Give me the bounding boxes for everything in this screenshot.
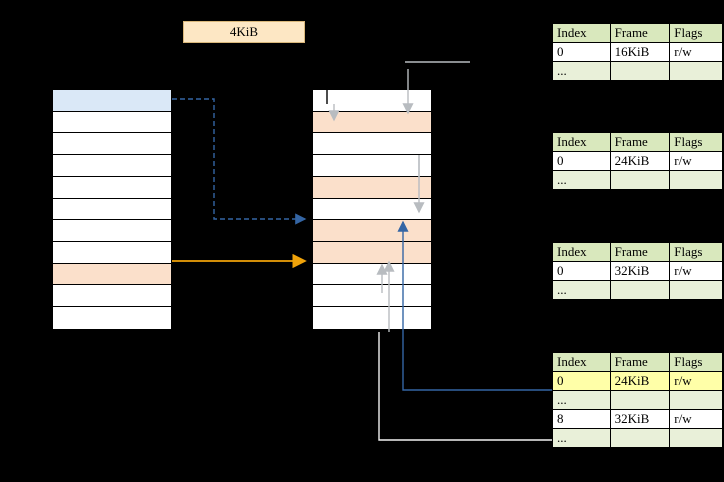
- table-cell: r/w: [669, 42, 723, 62]
- table-cell: [669, 61, 723, 81]
- table-cell: 24KiB: [609, 151, 671, 171]
- table-cell: 24KiB: [609, 371, 671, 391]
- page-size-label-text: 4KiB: [229, 24, 259, 39]
- table-cell: 32KiB: [609, 261, 671, 281]
- table-cell: ...: [552, 428, 611, 448]
- table-cell: ...: [552, 170, 611, 190]
- table-row: ...: [552, 170, 723, 190]
- directory-entry-row: [313, 242, 431, 264]
- table-cell: [609, 280, 671, 300]
- virtual-page-row: [53, 155, 171, 177]
- virtual-page-row: [53, 176, 171, 199]
- table-cell: 0: [552, 42, 611, 62]
- table-row: ...: [552, 390, 723, 410]
- table-cell: r/w: [669, 409, 723, 429]
- virtual-page-row: [53, 285, 171, 308]
- table-cell: [609, 170, 671, 190]
- connector-dir-to-table2: [413, 155, 552, 214]
- table-cell: 0: [552, 261, 611, 281]
- column-header: Flags: [669, 132, 723, 152]
- column-header: Index: [552, 23, 611, 43]
- directory-entry-row: [313, 198, 431, 221]
- table-cell: r/w: [669, 371, 723, 391]
- table-cell: r/w: [669, 261, 723, 281]
- directory-entry-row: [313, 220, 431, 243]
- table-row: ...: [552, 428, 723, 448]
- table-cell: [609, 428, 671, 448]
- column-header: Frame: [609, 132, 671, 152]
- directory-entry-row: [313, 90, 431, 112]
- column-header: Frame: [609, 242, 671, 262]
- table-cell: [669, 170, 723, 190]
- virtual-page-row: [53, 263, 171, 286]
- virtual-page-row: [53, 307, 171, 329]
- table-cell: 8: [552, 409, 611, 429]
- directory-entry-row: [313, 307, 431, 329]
- column-header: Index: [552, 132, 611, 152]
- table-row: ...: [552, 280, 723, 300]
- table-cell: 16KiB: [609, 42, 671, 62]
- column-header: Frame: [609, 352, 671, 372]
- connector-blue-dashed: [172, 98, 307, 225]
- directory-entry-row: [313, 133, 431, 156]
- column-header: Flags: [669, 352, 723, 372]
- table-cell: [669, 280, 723, 300]
- virtual-page-row: [53, 198, 171, 221]
- column-header: Flags: [669, 23, 723, 43]
- directory-entry-row: [313, 155, 431, 177]
- virtual-page-row: [53, 111, 171, 134]
- table-cell: [609, 61, 671, 81]
- virtual-page-row: [53, 90, 171, 112]
- table-cell: r/w: [669, 151, 723, 171]
- table-cell: [669, 390, 723, 410]
- table-cell: [669, 428, 723, 448]
- table-cell: ...: [552, 280, 611, 300]
- table-cell: ...: [552, 390, 611, 410]
- table-cell: 0: [552, 151, 611, 171]
- page-size-label: 4KiB: [183, 21, 305, 43]
- table-row: ...: [552, 61, 723, 81]
- column-header: Flags: [669, 242, 723, 262]
- directory-entry-row: [313, 176, 431, 199]
- directory-entry-row: [313, 111, 431, 134]
- table-cell: 32KiB: [609, 409, 671, 429]
- page-directory-stack: [312, 89, 432, 330]
- table-cell: ...: [552, 61, 611, 81]
- column-header: Frame: [609, 23, 671, 43]
- column-header: Index: [552, 352, 611, 372]
- virtual-address-space-stack: [52, 89, 172, 330]
- virtual-page-row: [53, 242, 171, 264]
- table-cell: [609, 390, 671, 410]
- virtual-page-row: [53, 133, 171, 156]
- directory-entry-row: [313, 285, 431, 308]
- table-cell: 0: [552, 371, 611, 391]
- directory-entry-row: [313, 263, 431, 286]
- virtual-page-row: [53, 220, 171, 243]
- column-header: Index: [552, 242, 611, 262]
